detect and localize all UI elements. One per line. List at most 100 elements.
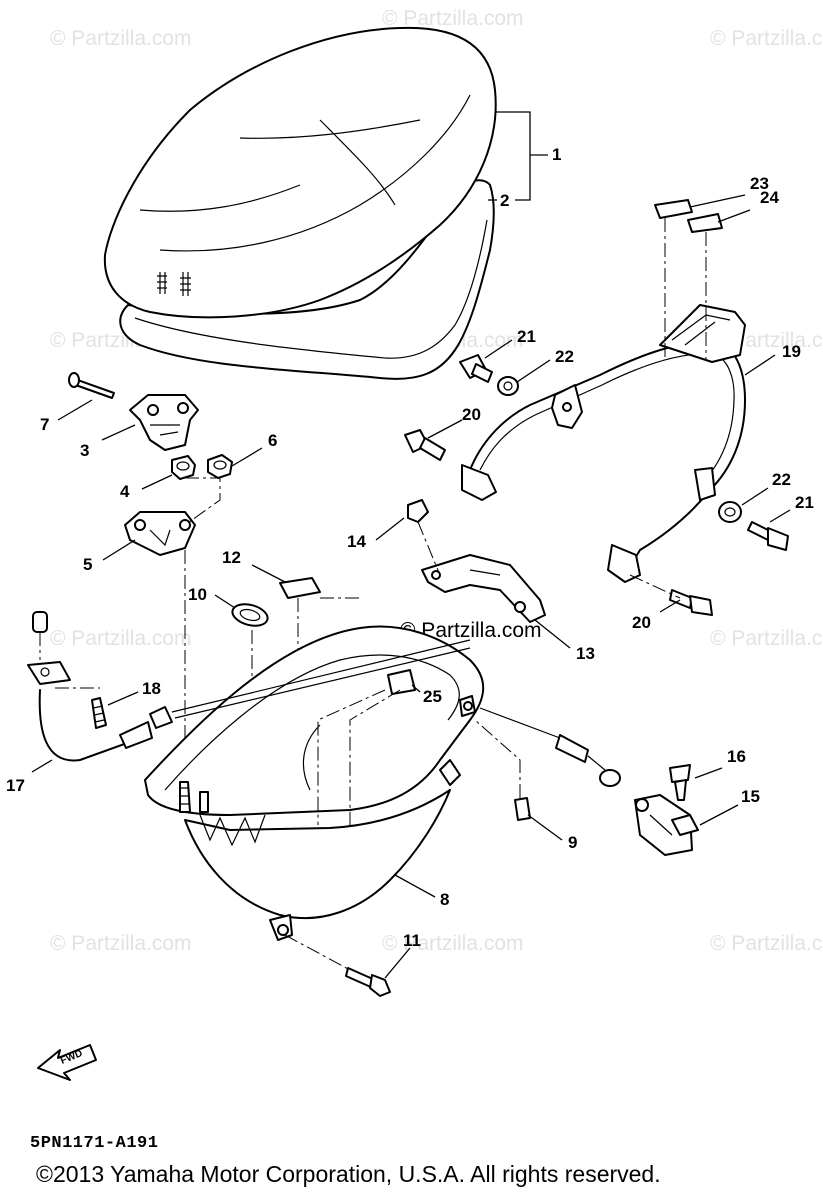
bracket-13-drawing	[421, 554, 546, 623]
callout-4-leader	[141, 474, 173, 490]
callout-9: 9	[568, 833, 577, 852]
callout-21b-leader	[769, 509, 791, 523]
callout-21: 21	[795, 493, 814, 512]
callout-5: 5	[83, 555, 92, 574]
callout-18: 18	[142, 679, 161, 698]
callout-25: 25	[423, 687, 442, 706]
watermarks: © Partzilla.com © Partzilla.com © Partzi…	[50, 7, 823, 955]
bolt-20a-drawing	[404, 429, 446, 461]
callout-9-leader	[527, 814, 563, 841]
label-dash	[317, 689, 386, 825]
label-dash2	[349, 689, 401, 825]
callout-numbers: 1 2 3 4 5 6 7 8 9 10 11 12 13 14 15 16 1…	[6, 145, 814, 950]
watermark: © Partzilla.com	[710, 627, 823, 650]
callout-4: 4	[120, 482, 130, 501]
nut-4-drawing	[171, 455, 196, 480]
callout-1-leader	[488, 111, 548, 201]
callout-18-leader	[107, 691, 139, 706]
watermark: © Partzilla.com	[50, 27, 192, 50]
screw-11-drawing	[345, 967, 391, 997]
bolt-21a-drawing	[459, 354, 493, 383]
callout-10: 10	[188, 585, 207, 604]
callout-5-leader	[102, 539, 136, 561]
bolt-20b-dash	[629, 574, 681, 599]
fwd-arrow-icon: FWD	[37, 1044, 97, 1081]
center-watermark: © Partzilla.com	[400, 619, 542, 642]
watermark: © Partzilla.com	[50, 627, 192, 650]
callout-10-leader	[214, 594, 236, 609]
label-25-drawing	[387, 669, 416, 695]
callout-16-leader	[694, 767, 723, 779]
callout-16: 16	[727, 747, 746, 766]
callout-17: 17	[6, 776, 25, 795]
callout-3: 3	[80, 441, 89, 460]
hinge-bracket-drawing	[129, 394, 199, 451]
pad-24-drawing	[687, 213, 723, 233]
clip-9-drawing	[514, 797, 531, 821]
callout-8: 8	[440, 890, 449, 909]
seat-staples	[157, 272, 191, 296]
clip-dash	[474, 719, 521, 798]
pad-12-drawing	[279, 577, 321, 599]
callout-15: 15	[741, 787, 760, 806]
callout-20b-leader	[659, 599, 681, 613]
watermark: © Partzilla.com	[382, 932, 524, 955]
callout-22: 22	[772, 470, 791, 489]
screw-18-drawing	[91, 697, 107, 729]
callout-13-leader	[534, 619, 571, 649]
callout-24-leader	[717, 209, 751, 223]
callout-17-leader	[31, 759, 53, 773]
diagram-code: 5PN1171-A191	[30, 1134, 159, 1153]
callout-13: 13	[576, 644, 595, 663]
callout-20: 20	[462, 405, 481, 424]
latch-15-drawing	[634, 794, 699, 856]
callout-14: 14	[347, 532, 366, 551]
callout-20: 20	[632, 613, 651, 632]
callout-21: 21	[517, 327, 536, 346]
nut-14-drawing	[407, 499, 429, 523]
callout-14-leader	[375, 517, 405, 541]
cable-end-drawing	[479, 707, 621, 787]
callout-23-leader	[689, 194, 746, 208]
storage-box-drawing	[144, 625, 485, 941]
callout-23: 23	[750, 174, 769, 193]
callout-3-leader	[101, 424, 136, 441]
callout-20a-leader	[427, 419, 463, 439]
bolt-20b-drawing	[669, 589, 713, 616]
hinge-plate-drawing	[124, 511, 196, 556]
callout-2: 2	[500, 191, 509, 210]
callout-6: 6	[268, 431, 277, 450]
nut-6-drawing	[207, 454, 233, 479]
watermark: © Partzilla.com	[50, 932, 192, 955]
washer-22b-drawing	[718, 501, 742, 523]
callout-22: 22	[555, 347, 574, 366]
callout-19: 19	[782, 342, 801, 361]
callout-8-leader	[394, 874, 436, 898]
callout-12: 12	[222, 548, 241, 567]
watermark: © Partzilla.com	[710, 932, 823, 955]
hinge-bolt-drawing	[68, 372, 115, 399]
callout-6-leader	[231, 447, 263, 467]
callout-7-leader	[57, 399, 93, 421]
bolt-21b-drawing	[747, 521, 789, 551]
seat-drawing	[103, 26, 497, 380]
callout-24: 24	[760, 188, 779, 207]
pad-23-drawing	[654, 199, 693, 219]
callout-12-leader	[251, 564, 286, 583]
callout-11-leader	[384, 947, 411, 979]
copyright-notice: ©2013 Yamaha Motor Corporation, U.S.A. A…	[36, 1161, 661, 1187]
cable-17-drawing	[27, 611, 471, 762]
callout-7: 7	[40, 415, 49, 434]
callout-25-leader	[411, 684, 421, 693]
callout-21a-leader	[484, 339, 513, 359]
callout-11: 11	[403, 931, 421, 950]
callout-22a-leader	[516, 359, 551, 383]
hinge-dash	[184, 477, 221, 526]
washer-22a-drawing	[497, 376, 519, 396]
grommet-10-drawing	[231, 603, 269, 627]
grab-rail-drawing	[461, 304, 746, 583]
watermark: © Partzilla.com	[710, 27, 823, 50]
callout-15-leader	[699, 804, 739, 826]
nut-14-dash	[417, 521, 441, 576]
